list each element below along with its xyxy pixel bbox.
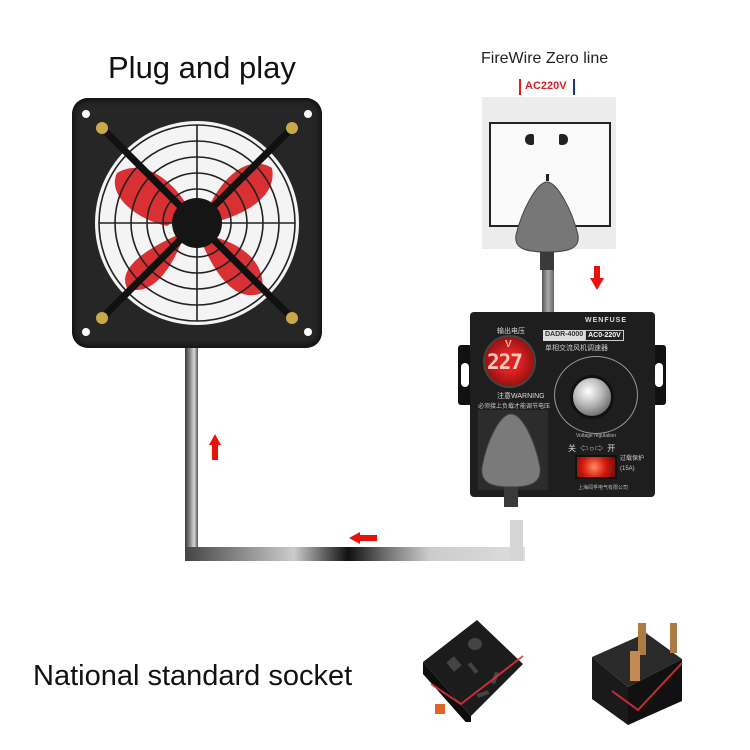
fan-icon: [82, 110, 312, 336]
firewire-zero-line-label: FireWire Zero line: [481, 50, 609, 67]
wall-plug-icon: [515, 181, 579, 270]
controller-mount-ear-left: [458, 345, 472, 405]
fan-cable-horizontal: [185, 547, 525, 561]
voltage-range: AC0-220V: [585, 330, 624, 341]
controller-subtitle: 单相交流风机调速器: [545, 345, 608, 352]
power-switch[interactable]: [575, 455, 617, 479]
warning-label: 注意WARNING: [497, 393, 545, 400]
live-wire-marker: [519, 79, 521, 95]
speed-dial-scale: [554, 356, 638, 434]
controller-plug-icon: [481, 413, 541, 507]
socket-rear-view-icon: [592, 623, 683, 725]
ac220v-label: AC220V: [519, 77, 575, 97]
socket-front-view-icon: [423, 620, 524, 722]
protection-label: 过载保护: [620, 456, 645, 462]
socket-earth-slot: [546, 174, 549, 181]
knob-caption: Voltage regulation: [576, 433, 617, 439]
socket-slot-left: [525, 134, 534, 145]
arrow-left-icon: [349, 532, 377, 544]
voltage-display: [483, 335, 536, 388]
controller-mount-ear-right: [652, 345, 666, 405]
speed-knob[interactable]: [570, 375, 614, 419]
arrow-up-icon: [209, 434, 221, 460]
display-value: 227: [487, 350, 523, 374]
ac-voltage-text: AC220V: [525, 80, 567, 92]
fan-cable-vertical: [185, 345, 198, 560]
switch-label: 关 ⇦○⇨ 开: [568, 444, 617, 453]
controller-brand: WENFUSE: [585, 317, 627, 324]
model-number: DADR-4000: [543, 330, 586, 341]
warning-text: 必须接上负载才能调节电压: [478, 404, 551, 410]
neutral-wire-marker: [573, 79, 575, 95]
exhaust-fan-image: [72, 98, 322, 348]
plug-and-play-title: Plug and play: [108, 50, 296, 85]
company-name: 上海闻孚电气有限公司: [578, 485, 629, 491]
wall-to-controller-cable: [542, 270, 554, 320]
socket-slot-right: [559, 134, 568, 145]
protection-rating: (15A): [620, 466, 635, 472]
display-label: 输出电压: [497, 328, 525, 335]
overload-protection: 过载保护 (15A): [620, 454, 644, 474]
display-unit: V: [505, 339, 512, 350]
arrow-down-icon: [590, 266, 604, 290]
national-socket-title: National standard socket: [33, 660, 353, 692]
controller-model: DADR-4000 AC0-220V: [543, 330, 624, 341]
controller-cable-riser: [510, 520, 523, 561]
